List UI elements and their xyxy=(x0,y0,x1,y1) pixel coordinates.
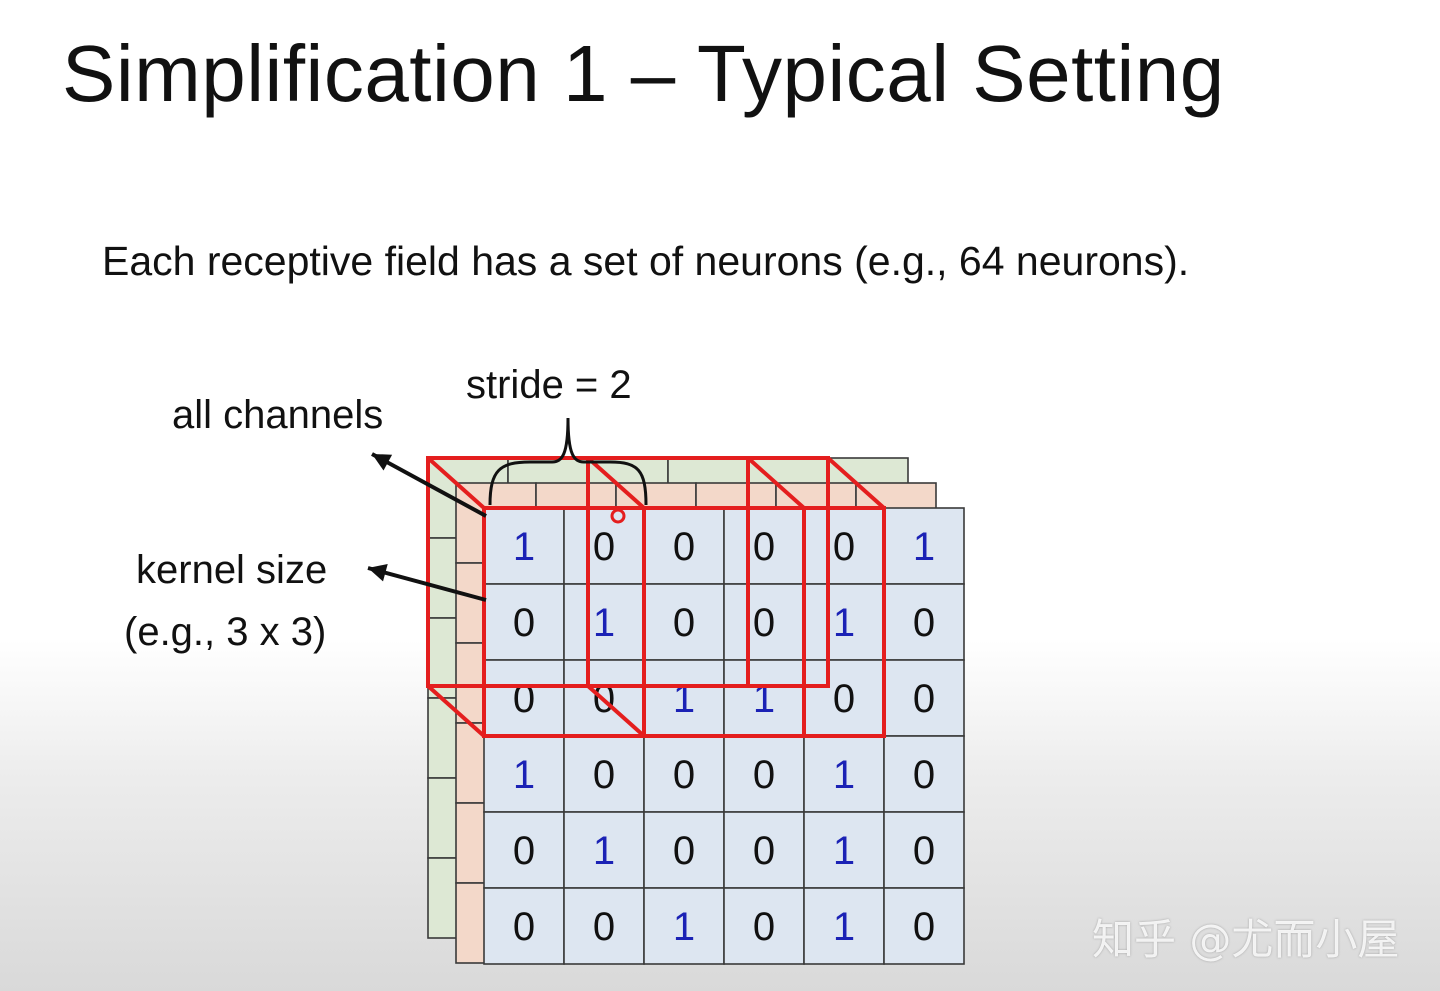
cell-value: 0 xyxy=(673,829,695,873)
front-channel-cell xyxy=(483,659,565,737)
cell-value: 0 xyxy=(513,905,535,949)
cell-value: 1 xyxy=(913,525,935,569)
receptive-fields xyxy=(426,456,886,738)
cell-value: 0 xyxy=(753,905,775,949)
cell-value: 0 xyxy=(513,601,535,645)
front-channel-cell xyxy=(883,659,965,737)
cell-value: 0 xyxy=(753,601,775,645)
front-channel-cell xyxy=(723,887,805,965)
cell-value: 1 xyxy=(513,525,535,569)
kernel-size-arrow xyxy=(367,566,487,602)
receptive-field-2-edge xyxy=(586,684,646,738)
cell-value: 1 xyxy=(673,905,695,949)
front-channel-cell xyxy=(723,507,805,585)
cell-value: 0 xyxy=(913,601,935,645)
front-channel-cell xyxy=(883,811,965,889)
cell-value: 1 xyxy=(833,905,855,949)
cell-value: 0 xyxy=(593,905,615,949)
front-channel-cell xyxy=(643,735,725,813)
slide-subtitle: Each receptive field has a set of neuron… xyxy=(102,238,1190,284)
front-channel-cell xyxy=(803,811,885,889)
cell-value: 1 xyxy=(833,829,855,873)
cell-value: 1 xyxy=(833,601,855,645)
front-channel-cell xyxy=(803,735,885,813)
cell-value: 0 xyxy=(913,753,935,797)
cell-value: 0 xyxy=(913,829,935,873)
front-channel-cell xyxy=(483,811,565,889)
front-channel-cell xyxy=(883,735,965,813)
cell-value: 0 xyxy=(593,753,615,797)
slide-title: Simplification 1 – Typical Setting xyxy=(62,29,1225,118)
stride-label: stride = 2 xyxy=(466,363,632,407)
cell-value: 0 xyxy=(753,753,775,797)
cell-value: 0 xyxy=(753,829,775,873)
front-channel-cell xyxy=(723,811,805,889)
cell-value: 0 xyxy=(913,905,935,949)
cell-value: 0 xyxy=(673,601,695,645)
cell-value: 0 xyxy=(673,525,695,569)
receptive-field-1-edge xyxy=(746,456,806,510)
front-channel-cell xyxy=(563,507,645,585)
cell-value: 0 xyxy=(913,677,935,721)
front-channel-cell xyxy=(563,887,645,965)
cell-value: 0 xyxy=(833,525,855,569)
front-channel-cell xyxy=(803,659,885,737)
watermark: 知乎 @尤而小屋 xyxy=(1092,915,1400,964)
front-channel-cell xyxy=(563,735,645,813)
cell-value: 0 xyxy=(593,525,615,569)
cursor-marker xyxy=(610,508,626,524)
cell-value: 0 xyxy=(753,525,775,569)
front-channel-cell xyxy=(643,507,725,585)
cell-value: 1 xyxy=(593,829,615,873)
receptive-field-1-edge xyxy=(426,684,486,738)
front-channel-cell xyxy=(483,887,565,965)
front-channel-cell xyxy=(483,583,565,661)
all-channels-arrow-head xyxy=(372,454,393,471)
all-channels-label: all channels xyxy=(172,393,384,437)
front-channel-cell xyxy=(883,583,965,661)
kernel-size-arrow-head xyxy=(368,564,388,582)
cell-value: 1 xyxy=(753,677,775,721)
stride-brace xyxy=(488,417,648,506)
receptive-field-2-front xyxy=(642,506,886,738)
front-channel-cell xyxy=(483,735,565,813)
cell-value: 1 xyxy=(673,677,695,721)
cell-value: 1 xyxy=(513,753,535,797)
all-channels-arrow xyxy=(371,452,487,518)
cell-value: 1 xyxy=(593,601,615,645)
cell-value: 0 xyxy=(833,677,855,721)
receptive-field-1-edge xyxy=(426,456,486,510)
receptive-field-2-back xyxy=(586,456,830,688)
kernel-example-label: (e.g., 3 x 3) xyxy=(124,610,327,654)
cell-value: 1 xyxy=(833,753,855,797)
front-channel-cell xyxy=(723,735,805,813)
cell-value: 0 xyxy=(673,753,695,797)
front-channel-cell xyxy=(723,583,805,661)
receptive-field-2-edge xyxy=(826,456,886,510)
front-channel-cell xyxy=(883,887,965,965)
receptive-field-2-edge xyxy=(586,456,646,510)
annotations xyxy=(367,417,648,602)
cell-value: 0 xyxy=(513,829,535,873)
cell-value: 0 xyxy=(513,677,535,721)
front-channel-cell xyxy=(643,659,725,737)
kernel-size-label: kernel size xyxy=(136,548,328,592)
